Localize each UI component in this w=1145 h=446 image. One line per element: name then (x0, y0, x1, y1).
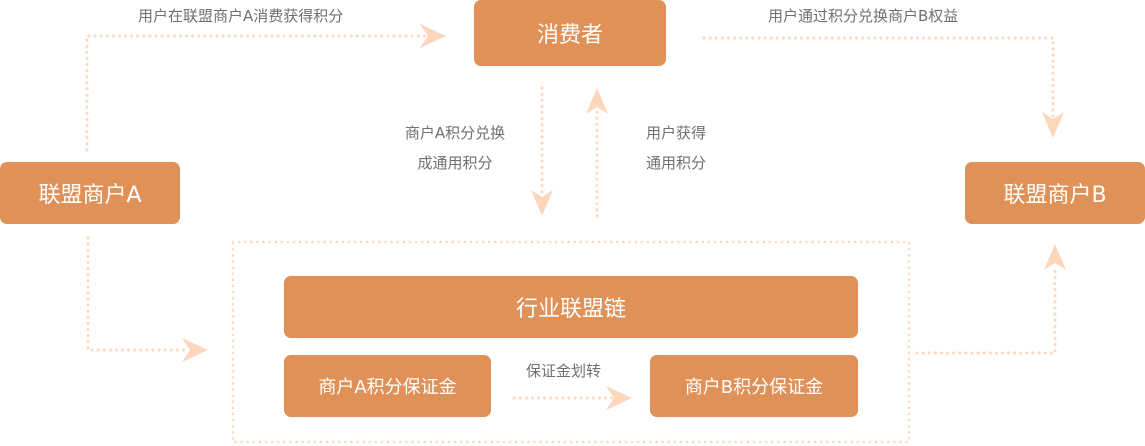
node-deposit-a-label: 商户A积分保证金 (318, 377, 457, 398)
node-consumer-label: 消费者 (536, 23, 603, 48)
node-deposit-b: 商户B积分保证金 (650, 355, 858, 417)
arrow-right-icon (182, 338, 208, 362)
node-consumer: 消费者 (474, 0, 666, 66)
edge-label-receive-line1: 用户获得 (645, 124, 706, 142)
edge-label-receive-line2: 通用积分 (645, 154, 706, 172)
chain-group-frame (231, 240, 911, 444)
node-industry-chain: 行业联盟链 (284, 276, 858, 338)
node-deposit-b-label: 商户B积分保证金 (684, 377, 824, 398)
edge-label-deposit-transfer: 保证金划转 (526, 362, 602, 380)
arrow-up-icon (586, 88, 608, 114)
node-merchant-b: 联盟商户B (965, 162, 1145, 224)
arrow-right-icon (420, 24, 446, 48)
arrow-down-icon (531, 190, 553, 216)
node-industry-chain-label: 行业联盟链 (515, 297, 626, 322)
edge-label-exchange-line2: 成通用积分 (417, 154, 493, 172)
connector-chain-to-b (915, 268, 1057, 355)
arrow-up-icon (1044, 244, 1066, 270)
arrow-right-icon (606, 386, 632, 410)
node-merchant-a-label: 联盟商户A (38, 183, 142, 208)
edge-label-exchange: 商户A积分兑换 成通用积分 (390, 118, 520, 178)
edge-label-receive: 用户获得 通用积分 (636, 118, 716, 178)
edge-label-a-to-consumer: 用户在联盟商户A消费获得积分 (138, 7, 344, 25)
node-deposit-a: 商户A积分保证金 (284, 355, 491, 417)
edge-label-exchange-line1: 商户A积分兑换 (404, 124, 506, 142)
node-merchant-b-label: 联盟商户B (1003, 183, 1107, 208)
edge-label-consumer-to-b: 用户通过积分兑换商户B权益 (768, 7, 959, 25)
connector-consumer-to-b (702, 36, 1055, 120)
connector-a-to-chain (86, 236, 190, 352)
node-merchant-a: 联盟商户A (0, 162, 180, 224)
connector-a-to-consumer (85, 34, 427, 152)
arrow-down-icon (1042, 112, 1064, 138)
